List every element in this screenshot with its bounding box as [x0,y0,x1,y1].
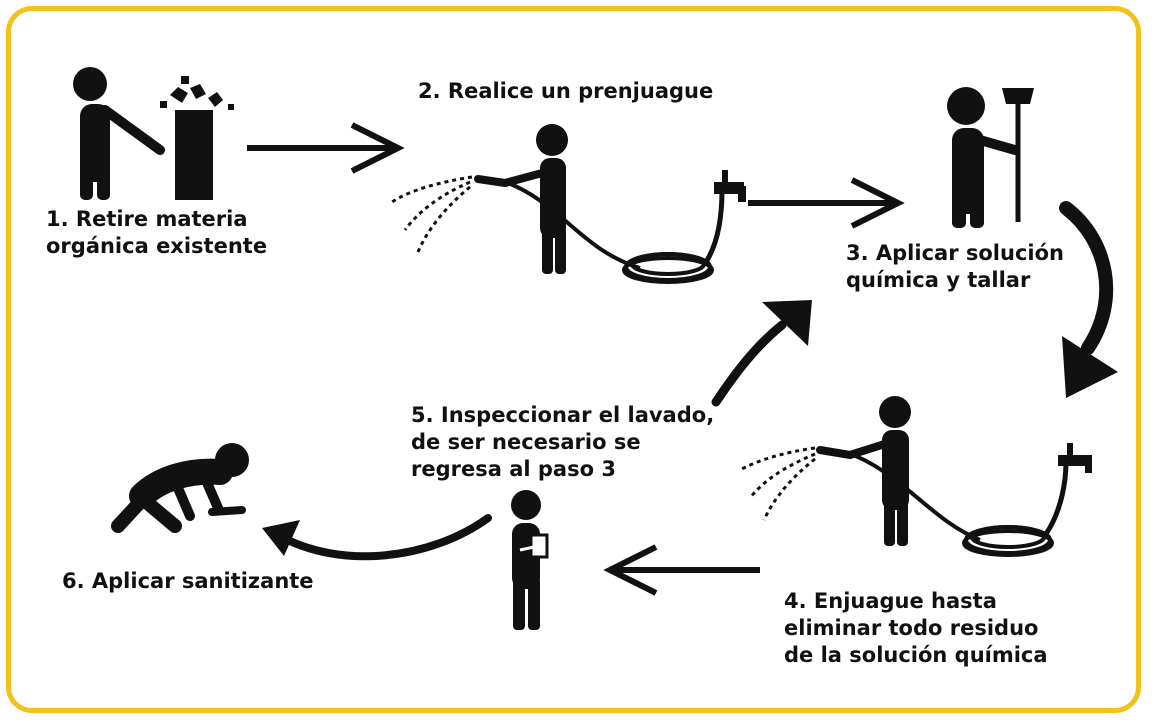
step-3-line-1: 3. Aplicar solución [846,241,1064,265]
person-hose-rinse-icon [391,124,746,284]
step-5-line-1: 5. Inspeccionar el lavado, [411,403,715,427]
step-3-line-2: química y tallar [846,268,1031,292]
arrow-step3-to-step4 [1059,201,1118,398]
arrow-step1-to-step2 [247,122,405,174]
step-6-line-1: 6. Aplicar sanitizante [62,569,314,593]
arrow-step2-to-step3 [748,177,905,229]
person-with-brush-icon [947,87,1034,228]
person-crouching-sanitize-icon [111,443,249,533]
person-hose-rinse-icon [739,396,1092,557]
step-1-label: 1. Retire materia orgánica existente [46,206,267,260]
step-4-label: 4. Enjuague hasta eliminar todo residuo … [784,588,1048,669]
arrow-step5-to-step6 [262,514,492,561]
step-2-label: 2. Realice un prenjuague [418,78,713,105]
step-4-line-1: 4. Enjuague hasta [784,589,997,613]
step-3-label: 3. Aplicar solución química y tallar [846,240,1064,294]
step-6-label: 6. Aplicar sanitizante [62,568,314,595]
yellow-frame [6,6,1141,713]
person-clipboard-icon [511,490,549,630]
person-disposing-waste-icon [73,67,234,200]
step-5-line-2: de ser necesario se [411,430,641,454]
step-5-line-3: regresa al paso 3 [411,457,616,481]
step-1-line-1: 1. Retire materia [46,207,248,231]
step-4-line-2: eliminar todo residuo [784,616,1039,640]
step-1-line-2: orgánica existente [46,234,268,258]
arrow-step5-to-step3 [711,300,812,407]
arrow-step4-to-step5 [603,544,760,596]
step-2-line-1: 2. Realice un prenjuague [418,79,714,103]
step-5-label: 5. Inspeccionar el lavado, de ser necesa… [411,402,714,483]
step-4-line-3: de la solución química [784,643,1048,667]
